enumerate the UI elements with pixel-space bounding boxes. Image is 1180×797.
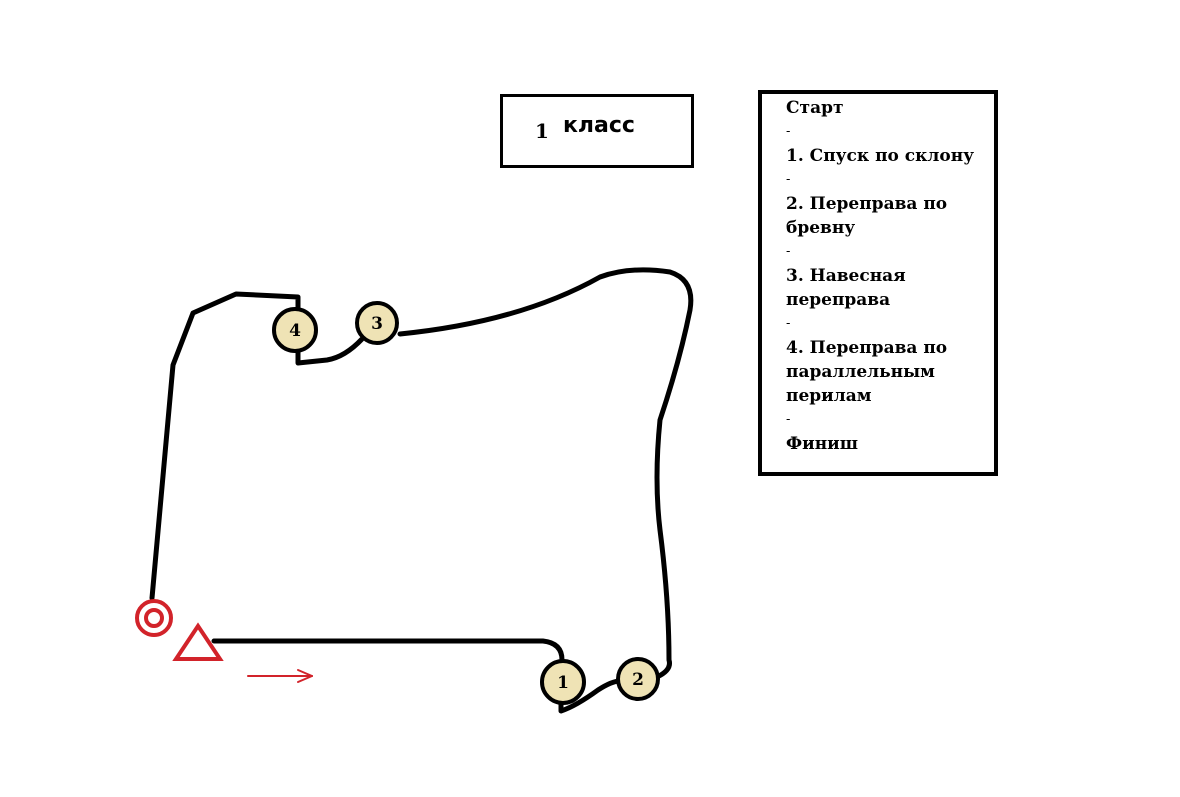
legend-stage-3: 3. Навесная переправа <box>786 266 906 310</box>
class-box: 1 класс <box>500 94 694 168</box>
legend-separator: - <box>786 124 791 139</box>
legend-box: Старт - 1. Спуск по склону - 2. Переправ… <box>758 90 998 476</box>
route-segment-4-to-finish <box>149 291 301 601</box>
route-segment-3-to-4 <box>295 336 365 366</box>
route-segment-start-to-1 <box>211 638 565 663</box>
legend-separator: - <box>786 412 791 427</box>
stage-node-label: 3 <box>371 314 383 334</box>
legend-stage-4: 4. Переправа по параллельным перилам <box>786 338 948 406</box>
target-icon <box>135 599 173 637</box>
stage-node-2: 2 <box>616 657 660 701</box>
legend-list: Старт - 1. Спуск по склону - 2. Переправ… <box>786 96 994 456</box>
legend-stage-2: 2. Переправа по бревну <box>786 194 948 238</box>
route-segment-2-to-3 <box>397 267 694 680</box>
route-segment-1-to-2 <box>558 678 623 714</box>
stage-node-1: 1 <box>540 659 586 705</box>
arrow-right-icon <box>247 669 313 683</box>
legend-start: Старт <box>786 98 844 118</box>
triangle-icon <box>172 622 224 661</box>
legend-separator: - <box>786 244 791 259</box>
class-word: класс <box>563 113 635 138</box>
legend-stage-1: 1. Спуск по склону <box>786 146 975 166</box>
stage-node-label: 2 <box>632 670 644 690</box>
class-number: 1 <box>535 119 549 143</box>
stage-node-label: 4 <box>289 321 301 341</box>
legend-finish: Финиш <box>786 434 859 454</box>
stage-node-4: 4 <box>272 307 318 353</box>
legend-separator: - <box>786 172 791 187</box>
stage-node-3: 3 <box>355 301 399 345</box>
stage-node-label: 1 <box>557 673 569 693</box>
route-path <box>149 267 694 714</box>
legend-separator: - <box>786 316 791 331</box>
